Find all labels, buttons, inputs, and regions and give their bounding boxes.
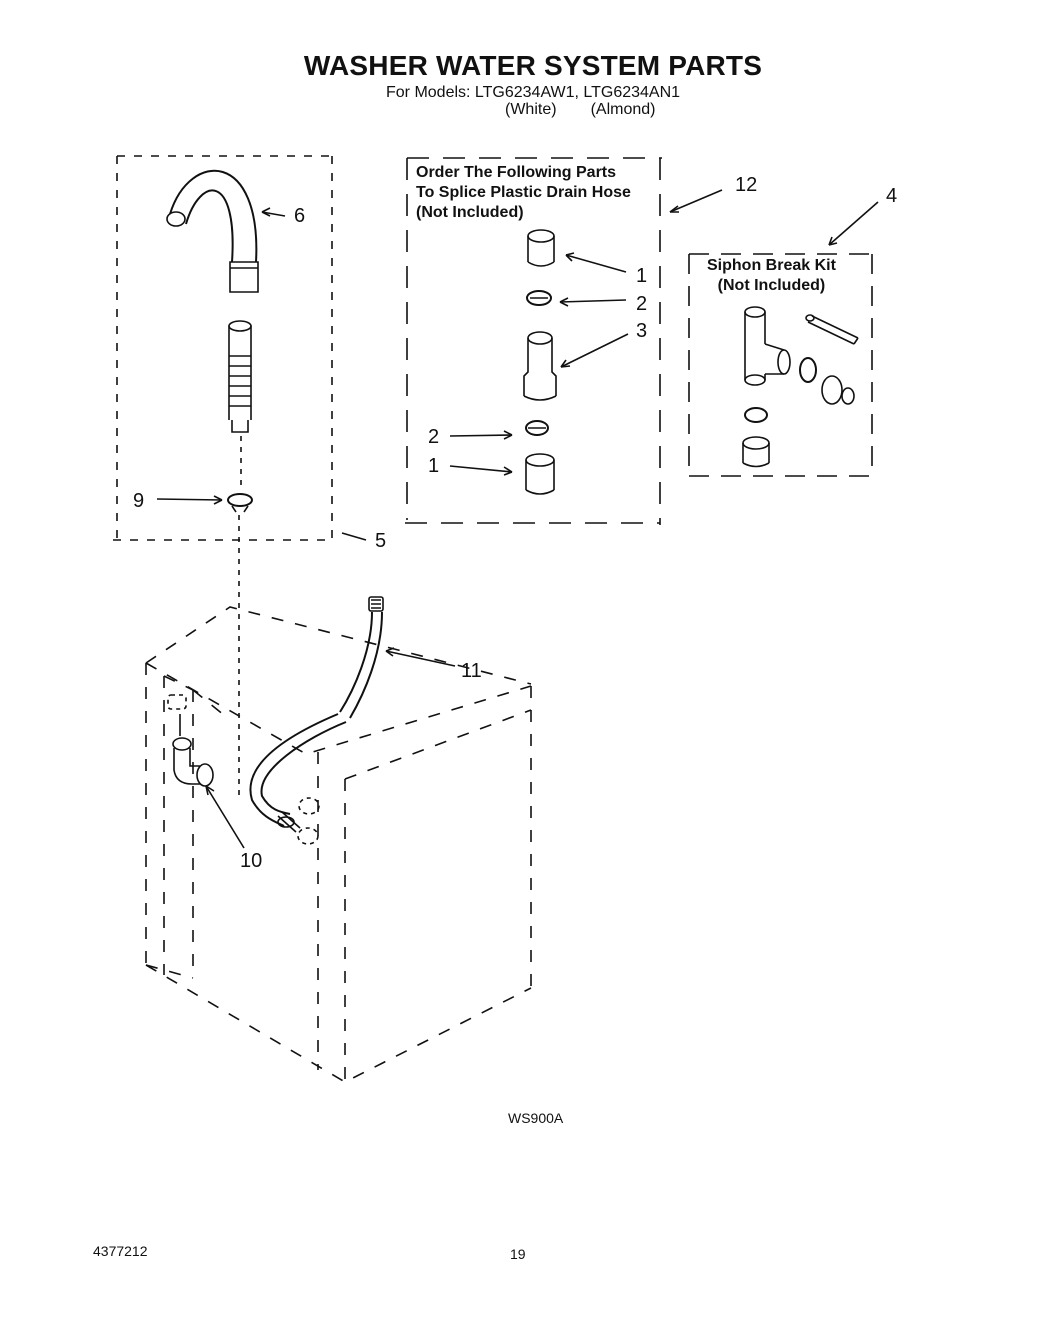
leader-3 — [560, 333, 629, 368]
callout-2-top: 2 — [636, 293, 648, 315]
splice-note: Order The Following Parts To Splice Plas… — [416, 163, 631, 223]
splice-note-line-1: Order The Following Parts — [416, 164, 617, 181]
color-variants: (White) (Almond) — [505, 101, 655, 119]
callout-10: 10 — [240, 850, 263, 872]
leader-6 — [261, 211, 286, 217]
leader-1-bottom — [449, 465, 513, 473]
leader-6-arrow — [261, 207, 271, 217]
leader-3-arrow — [560, 359, 571, 368]
corrugated-hose — [228, 320, 252, 433]
variant-almond: (Almond) — [590, 101, 656, 118]
leader-2-top-arrow — [559, 297, 569, 307]
callout-4: 4 — [886, 185, 898, 207]
leader-10-arrow — [205, 785, 215, 796]
callout-5: 5 — [375, 530, 387, 552]
leader-11 — [385, 650, 456, 667]
splice-kit-box — [405, 157, 662, 525]
leader-2-top — [559, 299, 627, 303]
leader-11-arrow — [385, 647, 395, 657]
leader-4-arrow — [828, 236, 838, 246]
hose-clamp — [227, 493, 253, 513]
callout-9: 9 — [133, 490, 145, 512]
leader-10 — [205, 785, 245, 849]
washer-cabinet — [145, 606, 532, 1083]
part-number: 4377212 — [93, 1243, 148, 1259]
siphon-parts — [742, 306, 859, 468]
leader-1-top-arrow — [565, 252, 575, 262]
leader-4 — [828, 201, 879, 246]
figure-code: WS900A — [508, 1110, 564, 1126]
leader-12-arrow — [669, 205, 679, 213]
splice-parts — [523, 229, 557, 495]
leader-5 — [341, 532, 367, 541]
splice-note-line-2: To Splice Plastic Drain Hose — [416, 184, 631, 201]
hose-centreline — [238, 436, 242, 800]
callout-11: 11 — [461, 660, 482, 682]
drain-hose-kit-box — [113, 155, 335, 541]
leader-2-bottom-arrow — [503, 430, 513, 440]
inlet-hose — [249, 596, 384, 833]
callout-3: 3 — [636, 320, 648, 342]
siphon-note-line-1: Siphon Break Kit — [707, 257, 836, 274]
leader-2-bottom — [449, 434, 513, 437]
siphon-note: Siphon Break Kit (Not Included) — [707, 256, 836, 296]
leader-1-top — [565, 254, 627, 273]
siphon-kit-box — [688, 253, 873, 477]
cabinet-inlet-ports — [167, 694, 320, 845]
leader-9-arrow — [213, 495, 223, 505]
leader-9 — [156, 498, 223, 501]
page-title: WASHER WATER SYSTEM PARTS — [303, 50, 763, 81]
leader-12 — [669, 189, 723, 213]
callout-1-top: 1 — [636, 265, 648, 287]
splice-note-line-3: (Not Included) — [416, 204, 524, 221]
models-line: For Models: LTG6234AW1, LTG6234AN1 — [386, 84, 681, 101]
leader-1-bottom-arrow — [503, 466, 513, 476]
callout-1-bottom: 1 — [428, 455, 440, 477]
drain-outlet-elbow — [172, 714, 214, 787]
callout-6: 6 — [294, 205, 306, 227]
drain-hose-hook — [166, 169, 259, 293]
callout-12: 12 — [735, 174, 758, 196]
variant-white: (White) — [505, 101, 557, 118]
page-number: 19 — [510, 1246, 526, 1262]
siphon-note-line-2: (Not Included) — [717, 277, 826, 294]
callout-2-bottom: 2 — [428, 426, 440, 448]
